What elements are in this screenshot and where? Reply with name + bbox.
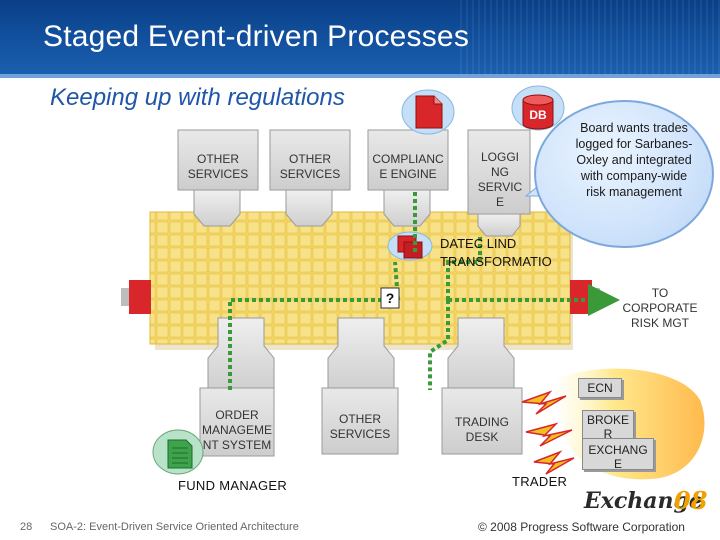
routing-label: DATEC LIND bbox=[440, 236, 517, 251]
decision-label: ? bbox=[385, 290, 395, 306]
ecn-box: ECN bbox=[578, 378, 622, 398]
fund-manager-document-icon bbox=[152, 429, 204, 475]
transformation-label: TRANSFORMATIO bbox=[440, 254, 552, 269]
title-bar bbox=[0, 0, 720, 74]
lightning-icons bbox=[521, 390, 575, 475]
service-label-order-mgmt: ORDER MANAGEME NT SYSTEM bbox=[201, 408, 272, 452]
database-icon bbox=[511, 85, 565, 131]
document-icon bbox=[401, 89, 455, 135]
service-label-other-1: OTHER SERVICES bbox=[187, 152, 249, 181]
service-label-trading-desk: TRADING DESK bbox=[455, 415, 509, 444]
service-box-other-2 bbox=[269, 129, 351, 227]
bus-left-cap bbox=[129, 280, 151, 314]
bus-left-stub bbox=[121, 288, 131, 306]
callout-text: Board wants trades logged for Sarbanes-O… bbox=[575, 121, 693, 199]
service-label-other-2: OTHER SERVICES bbox=[279, 152, 341, 181]
corporate-risk-label: TO CORPORATE RISK MGT bbox=[622, 286, 698, 330]
db-label: DB bbox=[529, 108, 547, 122]
fund-manager-label: FUND MANAGER bbox=[178, 478, 288, 493]
transformation-icon bbox=[387, 231, 433, 261]
decision-box bbox=[380, 287, 400, 309]
slide-title: Staged Event-driven Processes bbox=[43, 20, 470, 53]
bus-right-cap bbox=[570, 280, 592, 314]
message-flow bbox=[228, 190, 620, 390]
footer-copyright: © 2008 Progress Software Corporation bbox=[478, 520, 685, 534]
service-label-logging: LOGGI NG SERVIC E bbox=[477, 150, 523, 209]
exchange-box: EXCHANG E bbox=[582, 438, 654, 470]
service-box-order-mgmt bbox=[199, 317, 275, 457]
service-box-trading-desk bbox=[441, 317, 523, 455]
title-underline bbox=[0, 74, 720, 78]
page-number: 28 bbox=[20, 521, 33, 533]
service-box-other-1 bbox=[177, 129, 259, 227]
service-box-compliance bbox=[367, 129, 449, 227]
trader-label: TRADER bbox=[512, 474, 568, 489]
service-box-logging bbox=[467, 129, 531, 237]
service-box-other-3 bbox=[321, 317, 399, 455]
broker-box: BROKE R bbox=[582, 410, 634, 442]
bus-right-stub bbox=[590, 288, 600, 306]
service-label-compliance: COMPLIANC E ENGINE bbox=[372, 152, 444, 181]
exchange-logo: Exchange 08 bbox=[584, 486, 708, 515]
callout-bubble bbox=[534, 100, 714, 248]
slide-subtitle: Keeping up with regulations bbox=[50, 84, 345, 111]
service-label-other-3: OTHER SERVICES bbox=[329, 412, 391, 441]
footer-title: SOA-2: Event-Driven Service Oriented Arc… bbox=[50, 521, 299, 533]
